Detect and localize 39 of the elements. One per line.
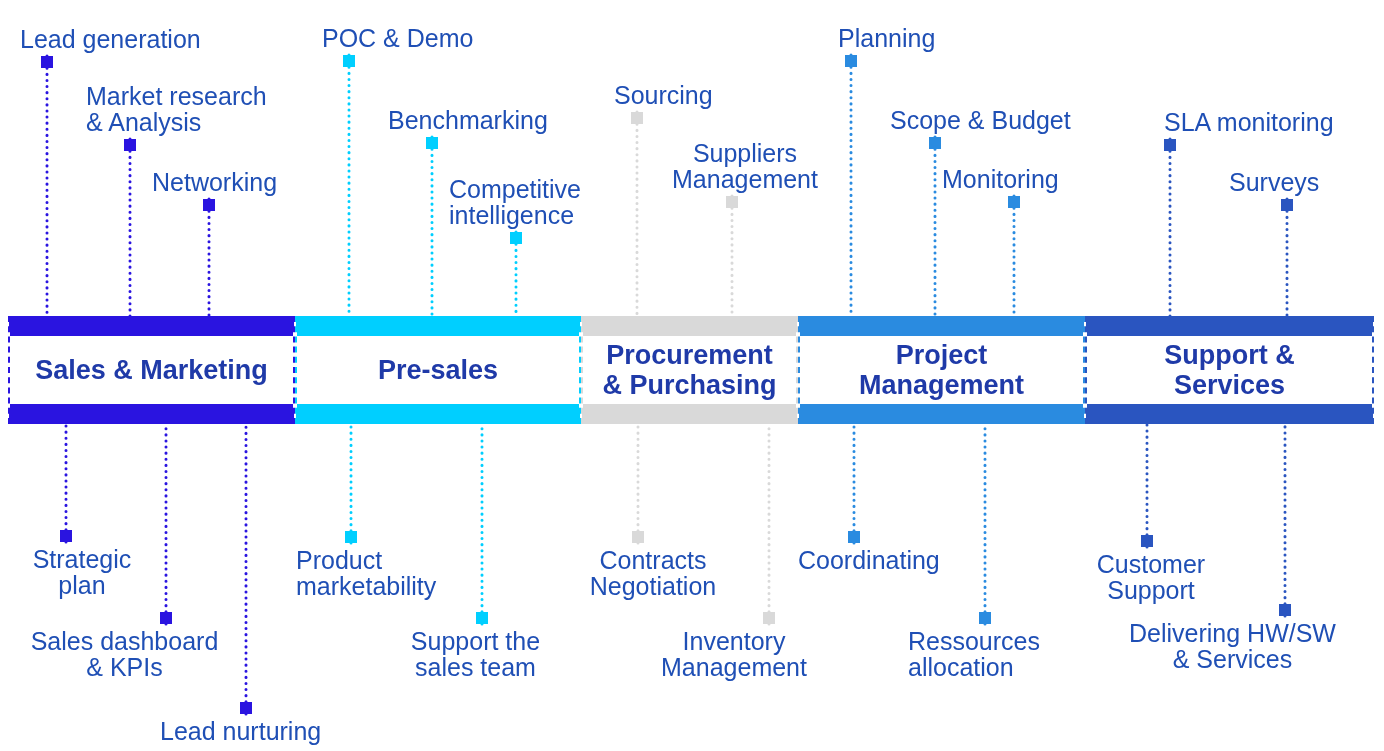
activity-label: Delivering HW/SW & Services: [1125, 620, 1340, 672]
segment-band: Project Management: [798, 316, 1085, 424]
segment-band: Support & Services: [1085, 316, 1374, 424]
activity-label: Coordinating: [798, 547, 940, 573]
leader-line: [1141, 422, 1153, 549]
activity-label: Competitive intelligence: [449, 176, 609, 228]
leader-line: [631, 110, 643, 318]
leader-line: [426, 135, 438, 318]
activity-label: Ressources allocation: [908, 628, 1066, 680]
activity-label: Support the sales team: [398, 628, 553, 680]
leader-line: [1279, 422, 1291, 618]
activity-label: Sourcing: [614, 82, 713, 108]
leader-line: [1164, 137, 1176, 318]
leader-line: [929, 135, 941, 318]
activity-label: Networking: [152, 169, 278, 195]
segment-band: Procurement & Purchasing: [581, 316, 798, 424]
activity-label: Lead nurturing: [160, 718, 322, 744]
activity-label: Lead generation: [20, 26, 201, 52]
activity-label: Surveys: [1229, 169, 1320, 195]
leader-line: [60, 422, 72, 544]
activity-label: Planning: [838, 25, 936, 51]
leader-line: [1281, 197, 1293, 318]
segment-band: Sales & Marketing: [8, 316, 295, 424]
leader-line: [203, 197, 215, 318]
leader-line: [124, 137, 136, 318]
activity-label: Strategic plan: [22, 546, 142, 598]
activity-label: Inventory Management: [648, 628, 820, 680]
activity-label: Sales dashboard & KPIs: [22, 628, 227, 680]
activity-label: POC & Demo: [322, 25, 474, 51]
activity-label: Monitoring: [942, 166, 1059, 192]
segment-band: Pre-sales: [295, 316, 581, 424]
activity-label: SLA monitoring: [1164, 109, 1334, 135]
activity-label: Contracts Negotiation: [578, 547, 728, 599]
activity-label: Market research & Analysis: [86, 83, 286, 135]
activity-label: Scope & Budget: [890, 107, 1071, 133]
activity-label: Suppliers Management: [659, 140, 831, 192]
activity-label: Product marketability: [296, 547, 466, 599]
activity-label: Customer Support: [1086, 551, 1216, 603]
activity-label: Benchmarking: [388, 107, 548, 133]
